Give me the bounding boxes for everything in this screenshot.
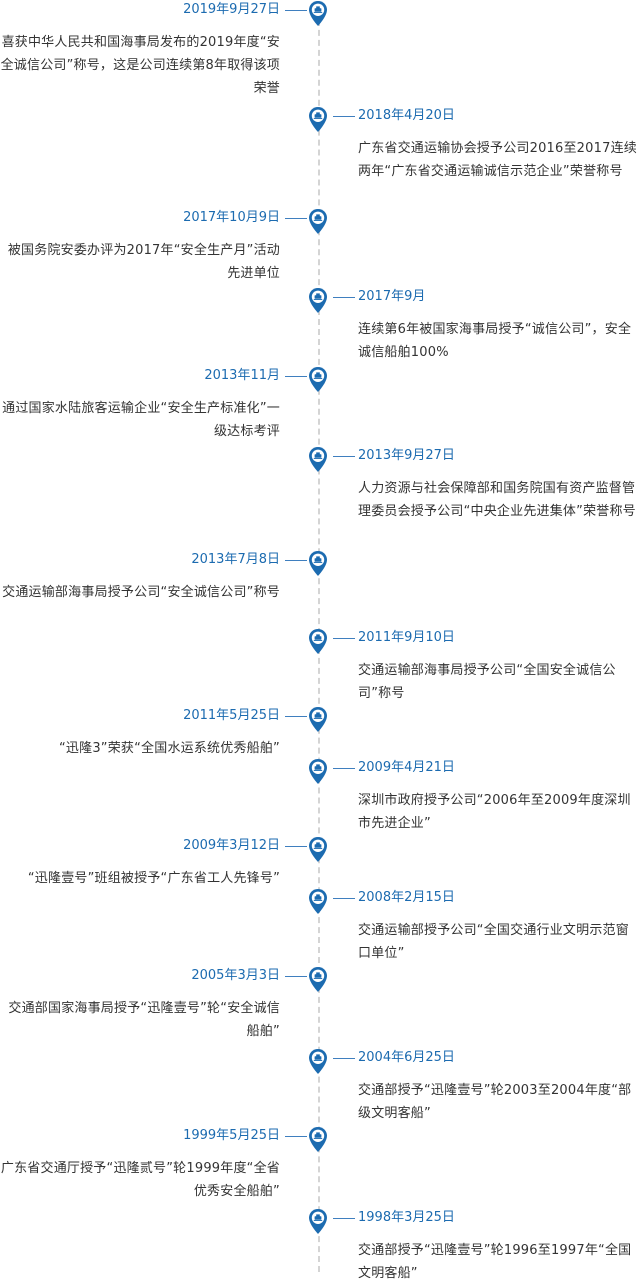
timeline-connector <box>333 768 355 769</box>
ship-pin-icon <box>308 1048 328 1076</box>
timeline-date: 2013年7月8日 <box>191 552 280 567</box>
ship-pin-icon <box>308 1208 328 1236</box>
timeline-description: “迅隆3”荣获“全国水运系统优秀船舶” <box>58 741 280 756</box>
timeline-date: 2009年4月21日 <box>358 760 455 775</box>
timeline-entry: 2017年9月连续第6年被国家海事局授予“诚信公司”，安全诚信船舶100% <box>0 288 642 360</box>
timeline-connector <box>285 218 307 219</box>
timeline-date: 2008年2月15日 <box>358 890 455 905</box>
timeline-connector <box>285 560 307 561</box>
timeline-date: 2017年10月9日 <box>183 210 280 225</box>
timeline-date: 2013年11月 <box>204 368 280 383</box>
timeline-connector <box>285 1136 307 1137</box>
timeline-description: 交通部授予“迅隆壹号”轮2003至2004年度“部级文明客船” <box>358 1083 632 1121</box>
timeline-description: 被国务院安委办评为2017年“安全生产月”活动先进单位 <box>7 243 280 281</box>
timeline-connector <box>285 976 307 977</box>
timeline-entry: 2018年4月20日广东省交通运输协会授予公司2016至2017连续两年“广东省… <box>0 107 642 179</box>
ship-pin-icon <box>308 966 328 994</box>
timeline-description: 连续第6年被国家海事局授予“诚信公司”，安全诚信船舶100% <box>358 322 632 360</box>
timeline-entry: 2011年9月10日交通运输部海事局授予公司“全国安全诚信公司”称号 <box>0 629 642 701</box>
ship-pin-icon <box>308 287 328 315</box>
timeline-connector <box>333 1218 355 1219</box>
ship-pin-icon <box>308 628 328 656</box>
ship-pin-icon <box>308 106 328 134</box>
timeline-connector <box>333 898 355 899</box>
timeline-entry: 2013年7月8日交通运输部海事局授予公司“安全诚信公司”称号 <box>0 551 642 600</box>
timeline-description: 交通运输部海事局授予公司“安全诚信公司”称号 <box>2 585 280 600</box>
timeline-entry: 2011年5月25日 “迅隆3”荣获“全国水运系统优秀船舶” <box>0 707 642 756</box>
timeline-date: 2013年9月27日 <box>358 448 455 463</box>
timeline-date: 2004年6月25日 <box>358 1050 455 1065</box>
timeline-entry: 2013年9月27日人力资源与社会保障部和国务院国有资产监督管理委员会授予公司“… <box>0 447 642 519</box>
timeline-entry: 2005年3月3日交通部国家海事局授予“迅隆壹号”轮“安全诚信船舶” <box>0 967 642 1039</box>
timeline-date: 2005年3月3日 <box>191 968 280 983</box>
timeline-description: 交通部授予“迅隆壹号”轮1996至1997年“全国文明客船” <box>358 1243 632 1281</box>
timeline-connector <box>285 10 307 11</box>
timeline-entry: 1998年3月25日交通部授予“迅隆壹号”轮1996至1997年“全国文明客船” <box>0 1209 642 1281</box>
ship-pin-icon <box>308 446 328 474</box>
timeline-entry: 2004年6月25日交通部授予“迅隆壹号”轮2003至2004年度“部级文明客船… <box>0 1049 642 1121</box>
timeline-description: 人力资源与社会保障部和国务院国有资产监督管理委员会授予公司“中央企业先进集体”荣… <box>358 481 636 519</box>
timeline-date: 2011年5月25日 <box>183 708 280 723</box>
ship-pin-icon <box>308 836 328 864</box>
timeline-date: 2009年3月12日 <box>183 838 280 853</box>
timeline-description: 交通部国家海事局授予“迅隆壹号”轮“安全诚信船舶” <box>8 1001 280 1039</box>
ship-pin-icon <box>308 550 328 578</box>
timeline-entry: 2017年10月9日被国务院安委办评为2017年“安全生产月”活动先进单位 <box>0 209 642 281</box>
timeline-connector <box>333 297 355 298</box>
timeline-description: 广东省交通厅授予“迅隆贰号”轮1999年度“全省优秀安全船舶” <box>0 1161 280 1199</box>
timeline-date: 1999年5月25日 <box>183 1128 280 1143</box>
ship-pin-icon <box>308 888 328 916</box>
timeline-date: 2019年9月27日 <box>183 2 280 17</box>
timeline-connector <box>285 846 307 847</box>
timeline-entry: 2019年9月27日喜获中华人民共和国海事局发布的2019年度“安全诚信公司”称… <box>0 1 642 96</box>
timeline-description: 通过国家水陆旅客运输企业“安全生产标准化”一级达标考评 <box>2 401 280 439</box>
timeline-connector <box>285 376 307 377</box>
timeline-description: 广东省交通运输协会授予公司2016至2017连续两年“广东省交通运输诚信示范企业… <box>358 141 637 179</box>
timeline-date: 2011年9月10日 <box>358 630 455 645</box>
ship-pin-icon <box>308 0 328 28</box>
timeline-description: 深圳市政府授予公司“2006年至2009年度深圳市先进企业” <box>358 793 631 831</box>
ship-pin-icon <box>308 208 328 236</box>
timeline-date: 2018年4月20日 <box>358 108 455 123</box>
ship-pin-icon <box>308 706 328 734</box>
timeline-connector <box>333 638 355 639</box>
ship-pin-icon <box>308 1126 328 1154</box>
timeline-entry: 2013年11月通过国家水陆旅客运输企业“安全生产标准化”一级达标考评 <box>0 367 642 439</box>
timeline-description: “迅隆壹号”班组被授予“广东省工人先锋号” <box>27 871 280 886</box>
timeline-entry: 2009年3月12日 “迅隆壹号”班组被授予“广东省工人先锋号” <box>0 837 642 886</box>
timeline-description: 交通运输部海事局授予公司“全国安全诚信公司”称号 <box>358 663 616 701</box>
timeline-connector <box>333 456 355 457</box>
ship-pin-icon <box>308 366 328 394</box>
timeline-connector <box>333 1058 355 1059</box>
timeline-entry: 2008年2月15日交通运输部授予公司“全国交通行业文明示范窗口单位” <box>0 889 642 961</box>
timeline-entry: 2009年4月21日深圳市政府授予公司“2006年至2009年度深圳市先进企业” <box>0 759 642 831</box>
timeline-date: 1998年3月25日 <box>358 1210 455 1225</box>
timeline-date: 2017年9月 <box>358 289 426 304</box>
timeline-connector <box>333 116 355 117</box>
timeline-connector <box>285 716 307 717</box>
timeline-description: 交通运输部授予公司“全国交通行业文明示范窗口单位” <box>358 923 629 961</box>
timeline-description: 喜获中华人民共和国海事局发布的2019年度“安全诚信公司”称号，这是公司连续第8… <box>0 35 280 96</box>
timeline-entry: 1999年5月25日广东省交通厅授予“迅隆贰号”轮1999年度“全省优秀安全船舶… <box>0 1127 642 1199</box>
ship-pin-icon <box>308 758 328 786</box>
